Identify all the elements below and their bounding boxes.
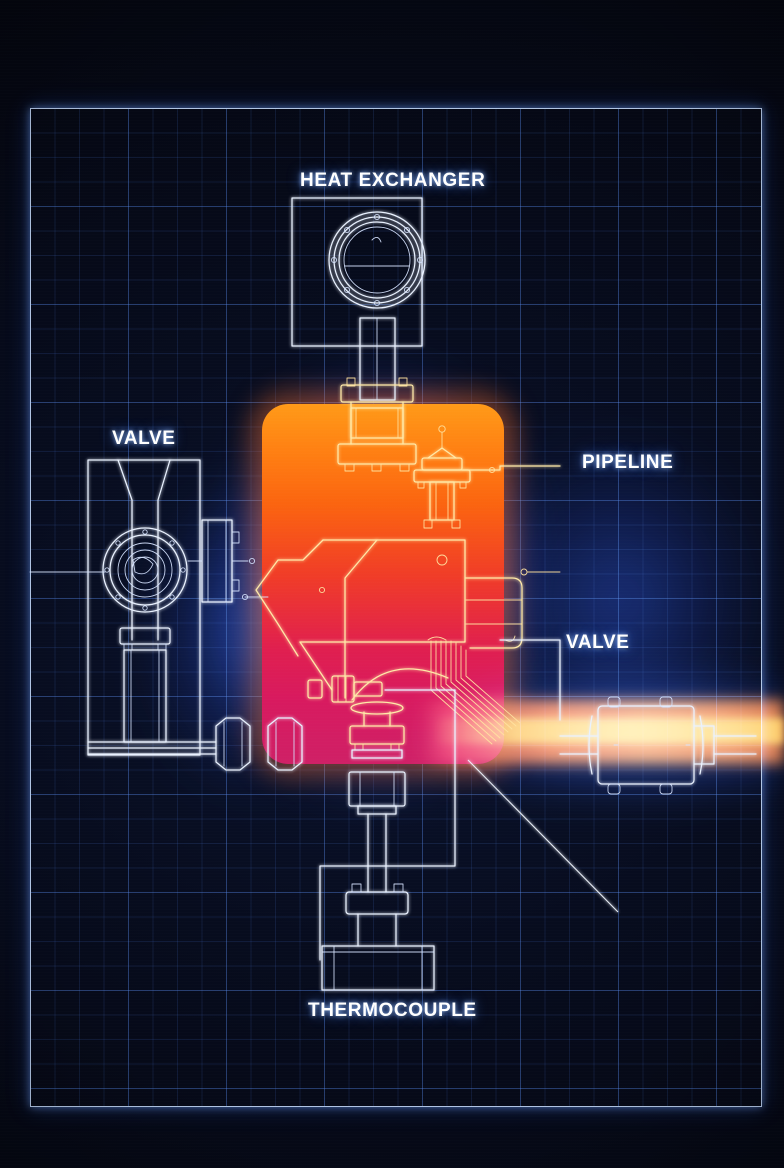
label-thermocouple: THERMOCOUPLE [308, 1000, 477, 1021]
label-pipeline: PIPELINE [582, 452, 674, 473]
label-heat-exchanger: HEAT EXCHANGER [300, 170, 486, 191]
label-valve-left: VALVE [112, 428, 176, 449]
label-valve-right: VALVE [566, 632, 630, 653]
drawing-frame [30, 108, 762, 1107]
blueprint-grid [31, 109, 761, 1106]
